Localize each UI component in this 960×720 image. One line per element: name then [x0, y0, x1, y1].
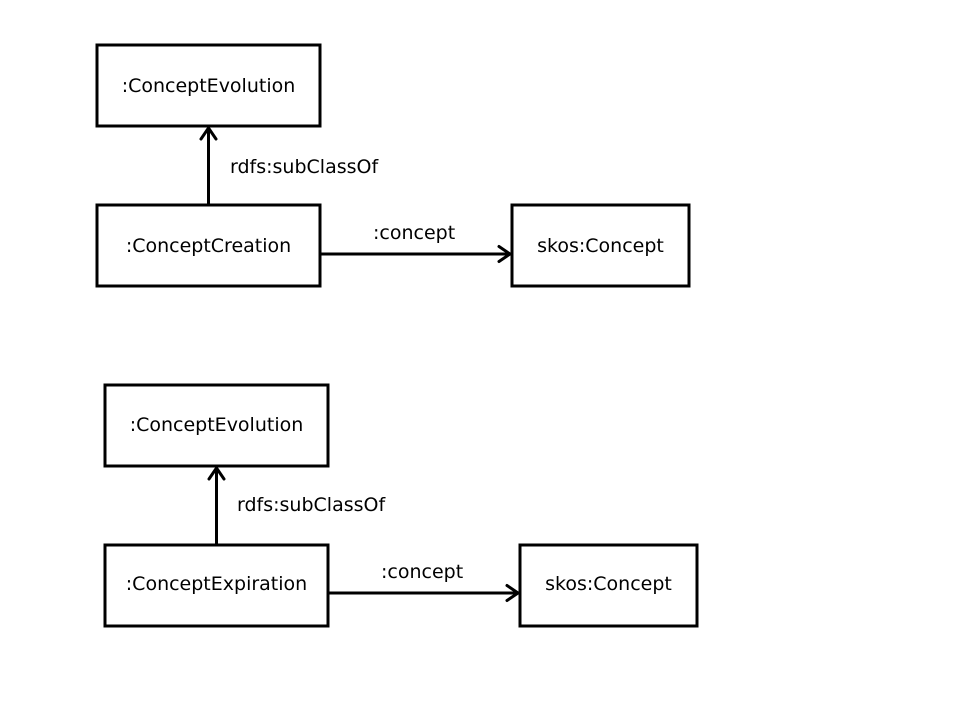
- edge-concept-property: :concept: [328, 561, 520, 602]
- edge-label-concept: :concept: [373, 222, 455, 244]
- node-concept-evolution: :ConceptEvolution: [95, 43, 322, 128]
- arrowhead-up-icon: [207, 466, 226, 481]
- arrowhead-right-icon: [505, 584, 520, 602]
- edge-concept-property: :concept: [320, 222, 512, 263]
- node-concept-evolution: :ConceptEvolution: [103, 383, 330, 468]
- edge-label-subclass: rdfs:subClassOf: [230, 156, 379, 178]
- node-label: skos:Concept: [537, 235, 664, 257]
- node-label: :ConceptExpiration: [126, 573, 307, 595]
- node-label: skos:Concept: [545, 573, 672, 595]
- arrowhead-right-icon: [497, 245, 512, 263]
- edge-subclass-of: rdfs:subClassOf: [207, 466, 386, 545]
- node-concept-creation: :ConceptCreation: [95, 203, 322, 288]
- node-skos-concept: skos:Concept: [518, 543, 699, 628]
- diagram-concept-creation: :ConceptEvolution rdfs:subClassOf :Conce…: [95, 43, 691, 288]
- edge-label-subclass: rdfs:subClassOf: [237, 494, 386, 516]
- arrowhead-up-icon: [199, 126, 218, 141]
- node-label: :ConceptEvolution: [130, 414, 304, 436]
- node-skos-concept: skos:Concept: [510, 203, 691, 288]
- diagram-concept-expiration: :ConceptEvolution rdfs:subClassOf :Conce…: [103, 383, 699, 628]
- node-label: :ConceptCreation: [126, 235, 291, 257]
- node-concept-expiration: :ConceptExpiration: [103, 543, 330, 628]
- edge-subclass-of: rdfs:subClassOf: [199, 126, 379, 205]
- node-label: :ConceptEvolution: [122, 75, 296, 97]
- edge-label-concept: :concept: [381, 561, 463, 583]
